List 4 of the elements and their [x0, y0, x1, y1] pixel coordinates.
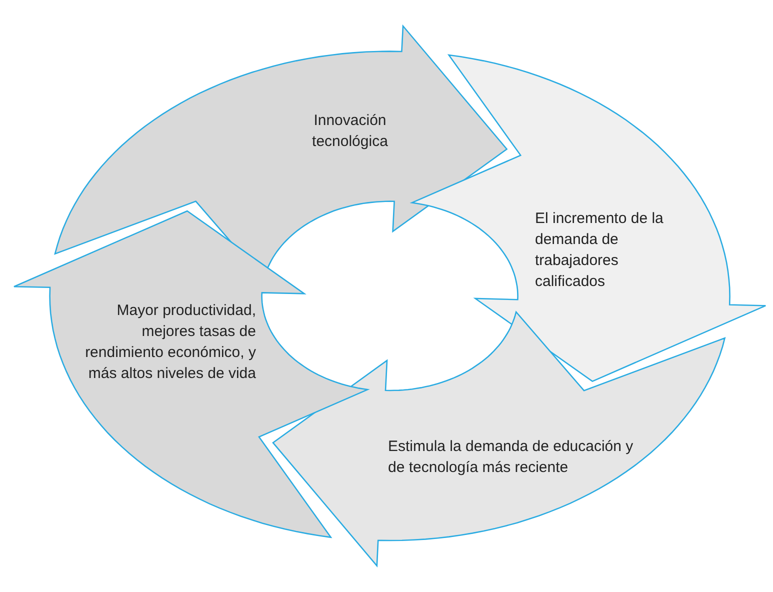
- step-text: El incremento de la demanda de trabajadores calificados: [534, 208, 664, 292]
- step-text: Estimula la demanda de educación y de tecnología más reciente: [388, 436, 634, 478]
- step-text: Mayor productividad, mejores tasas de rendimiento económico, y más altos niveles de vida: [84, 301, 256, 384]
- step-text: Innovación tecnológica: [311, 110, 389, 152]
